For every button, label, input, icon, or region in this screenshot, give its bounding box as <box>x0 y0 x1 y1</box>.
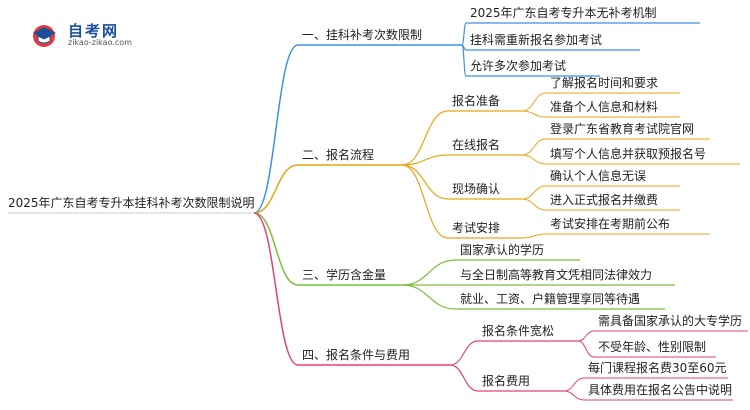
subtopic-connector <box>401 164 449 200</box>
site-logo: 自考网 zikao-zikao.com <box>30 18 140 52</box>
leaf-connector <box>521 154 547 165</box>
subtopic-node: 与全日制高等教育文凭相同法律效力 <box>460 268 653 282</box>
graduation-cap-icon <box>33 25 56 47</box>
branch-connector <box>253 212 299 366</box>
leaf-node: 填写个人信息并获取预报名号 <box>550 147 707 161</box>
branch-node: 二、报名流程 <box>302 148 375 162</box>
subtopic-connector <box>401 284 457 310</box>
branch-connector <box>253 164 299 214</box>
leaf-connector <box>521 198 547 211</box>
leaf-connector <box>577 330 595 342</box>
leaf-node: 每门课程报名费30至60元 <box>588 361 727 375</box>
root-node: 2025年广东自考专升本挂科补考次数限制说明 <box>8 196 255 210</box>
subtopic-node: 现场确认 <box>452 182 501 196</box>
leaf-node: 考试安排在考期前公布 <box>550 217 671 231</box>
leaf-node: 具体费用在报名公告中说明 <box>588 383 733 397</box>
branch-connector <box>253 212 299 286</box>
subtopic-connector <box>401 164 449 239</box>
branch-node: 四、报名条件与费用 <box>302 348 411 362</box>
subtopic-connector <box>449 364 479 392</box>
branch-connector <box>253 44 299 214</box>
leaf-node: 需具备国家承认的大专学历 <box>598 314 743 328</box>
logo-url: zikao-zikao.com <box>68 38 132 47</box>
subtopic-node: 允许多次参加考试 <box>470 59 567 73</box>
leaf-connector <box>521 233 547 239</box>
subtopic-node: 报名准备 <box>452 94 501 108</box>
subtopic-connector <box>401 110 449 166</box>
subtopic-connector <box>461 44 467 77</box>
subtopic-connector <box>401 259 457 286</box>
leaf-node: 进入正式报名并缴费 <box>550 193 659 207</box>
leaf-connector <box>563 377 585 392</box>
subtopic-node: 就业、工资、户籍管理享同等待遇 <box>460 292 641 306</box>
subtopic-node: 考试安排 <box>452 221 501 235</box>
subtopic-connector <box>449 340 479 366</box>
subtopic-node: 2025年广东自考专升本无补考机制 <box>470 6 657 20</box>
leaf-node: 登录广东省教育考试院官网 <box>550 122 695 136</box>
subtopic-node: 报名条件宽松 <box>482 324 555 338</box>
subtopic-node: 报名费用 <box>482 374 531 388</box>
subtopic-connector <box>401 154 449 166</box>
leaf-connector <box>577 340 595 358</box>
leaf-connector <box>521 110 547 118</box>
leaf-node: 了解报名时间和要求 <box>550 76 659 90</box>
subtopic-node: 挂科需重新报名参加考试 <box>470 33 603 47</box>
branch-node: 三、学历含金量 <box>302 268 387 282</box>
logo-title: 自考网 <box>68 22 120 40</box>
leaf-node: 确认个人信息无误 <box>550 169 647 183</box>
branch-node: 一、挂科补考次数限制 <box>302 28 423 42</box>
subtopic-node: 在线报名 <box>452 138 501 152</box>
leaf-connector <box>521 138 547 156</box>
leaf-connector <box>521 92 547 112</box>
leaf-connector <box>521 185 547 200</box>
leaf-node: 不受年龄、性别限制 <box>598 340 707 354</box>
subtopic-connector <box>461 22 467 46</box>
leaf-node: 准备个人信息和材料 <box>550 100 659 114</box>
leaf-connector <box>563 390 585 401</box>
subtopic-node: 国家承认的学历 <box>460 243 545 257</box>
